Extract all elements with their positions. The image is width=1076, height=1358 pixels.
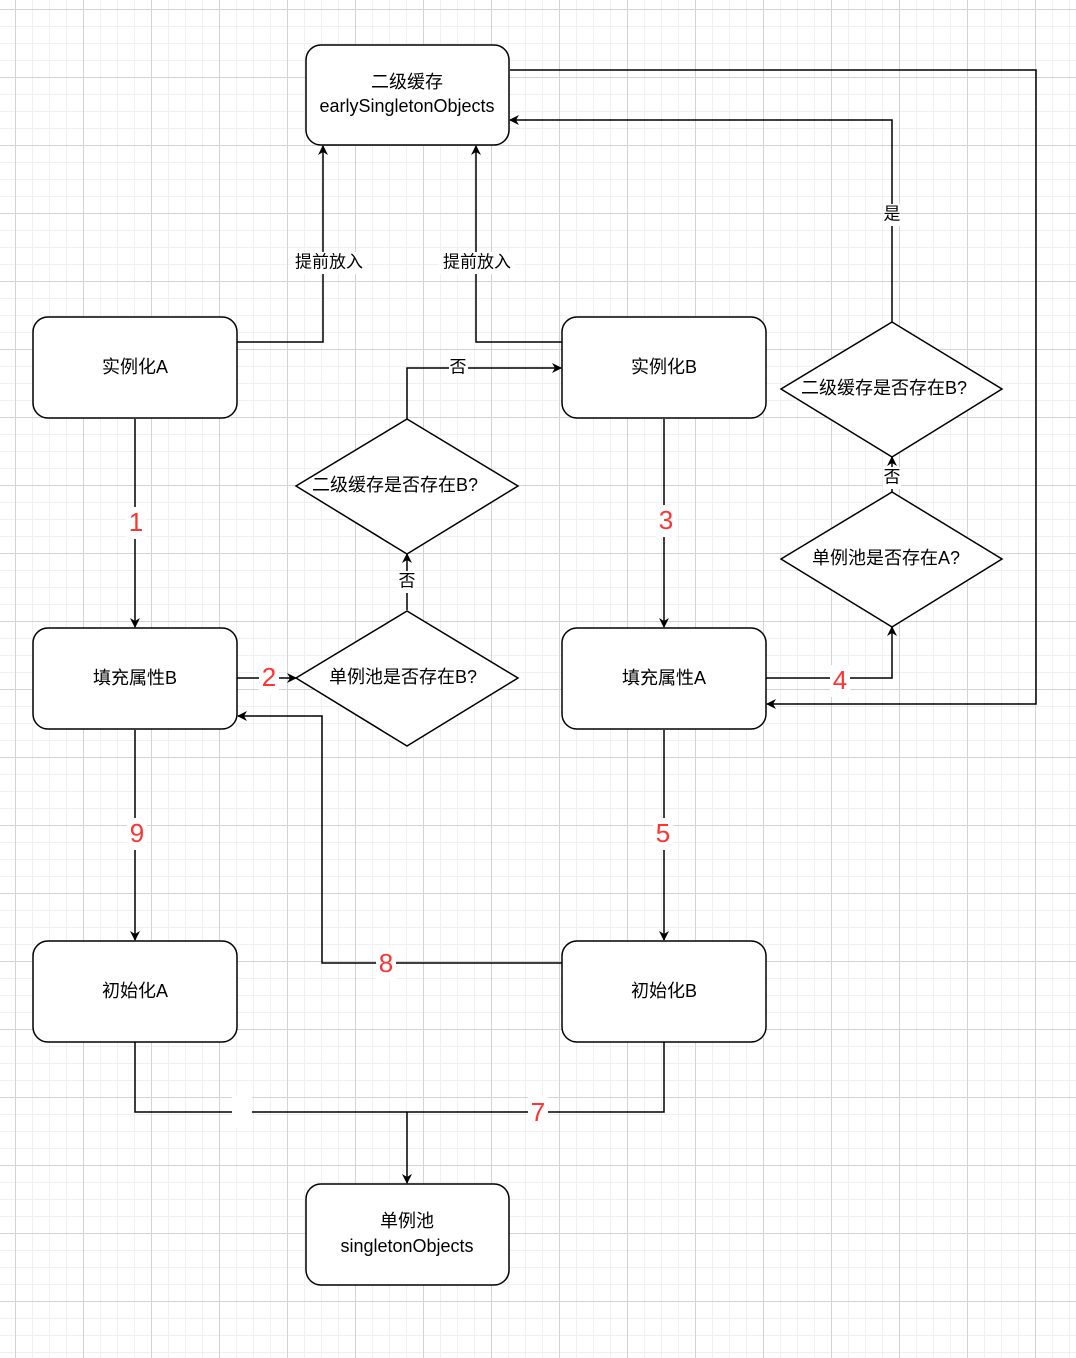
node-check-pool-a-label: 单例池是否存在A? — [812, 548, 960, 568]
node-check-cache-b-left-label: 二级缓存是否存在B? — [312, 475, 478, 495]
step-number-7: 8 — [379, 948, 393, 978]
node-check-pool-b[interactable]: 单例池是否存在B? — [294, 610, 520, 747]
node-early-cache-line2: earlySingletonObjects — [319, 96, 494, 116]
node-singleton-pool-line2: singletonObjects — [340, 1236, 473, 1256]
node-init-b-label: 初始化B — [631, 981, 697, 1001]
node-init-a[interactable]: 初始化A — [32, 940, 238, 1043]
node-singleton-pool-line1: 单例池 — [380, 1211, 434, 1231]
node-check-cache-b-right[interactable]: 二级缓存是否存在B? — [779, 321, 1004, 458]
edge-label-pool-a-no: 否 — [884, 467, 901, 486]
node-populate-b-label: 填充属性B — [93, 668, 177, 688]
node-check-pool-b-label: 单例池是否存在B? — [329, 667, 477, 687]
edge-label-pool-b-no: 否 — [399, 571, 416, 590]
node-init-a-label: 初始化A — [102, 981, 168, 1001]
node-instantiate-b[interactable]: 实例化B — [561, 316, 767, 419]
node-populate-b[interactable]: 填充属性B — [32, 627, 238, 730]
edge-instantiate-b-to-early-cache — [471, 145, 562, 343]
step-number-5: 5 — [656, 818, 670, 848]
edge-step-6 — [407, 1042, 665, 1113]
edge-label-cache-b-no: 否 — [450, 357, 467, 376]
edge-cache-yes — [509, 115, 893, 322]
step-number-3: 3 — [659, 505, 673, 535]
node-early-cache[interactable]: 二级缓存 earlySingletonObjects — [305, 44, 510, 146]
node-instantiate-a[interactable]: 实例化A — [32, 316, 238, 419]
node-instantiate-a-label: 实例化A — [102, 357, 168, 377]
node-populate-a[interactable]: 填充属性A — [561, 627, 767, 730]
step-number-6: 7 — [531, 1097, 545, 1127]
edge-label-cache-yes: 是 — [884, 204, 901, 223]
edge-step-7 — [237, 711, 562, 964]
step-number-8: 9 — [130, 818, 144, 848]
step-number-2: 2 — [262, 662, 276, 692]
node-early-cache-line1: 二级缓存 — [371, 72, 443, 92]
node-check-cache-b-right-label: 二级缓存是否存在B? — [801, 378, 967, 398]
step-number-4: 4 — [833, 665, 847, 695]
node-check-pool-a[interactable]: 单例池是否存在A? — [779, 491, 1004, 628]
step-number-1: 1 — [129, 507, 143, 537]
edge-cache-b-no — [406, 363, 562, 419]
node-check-cache-b-left[interactable]: 二级缓存是否存在B? — [294, 418, 520, 555]
edge-label-early-put-a: 提前放入 — [295, 252, 363, 271]
edge-step-4 — [766, 626, 897, 679]
edge-label-early-put-b: 提前放入 — [443, 252, 511, 271]
node-instantiate-b-label: 实例化B — [631, 357, 697, 377]
edge-step-9 — [134, 1042, 407, 1113]
node-init-b[interactable]: 初始化B — [561, 940, 767, 1043]
node-singleton-pool[interactable]: 单例池 singletonObjects — [305, 1183, 510, 1286]
edge-instantiate-a-to-early-cache — [237, 145, 328, 343]
edge-early-cache-to-populate-a — [510, 69, 1037, 709]
node-populate-a-label: 填充属性A — [622, 668, 706, 688]
